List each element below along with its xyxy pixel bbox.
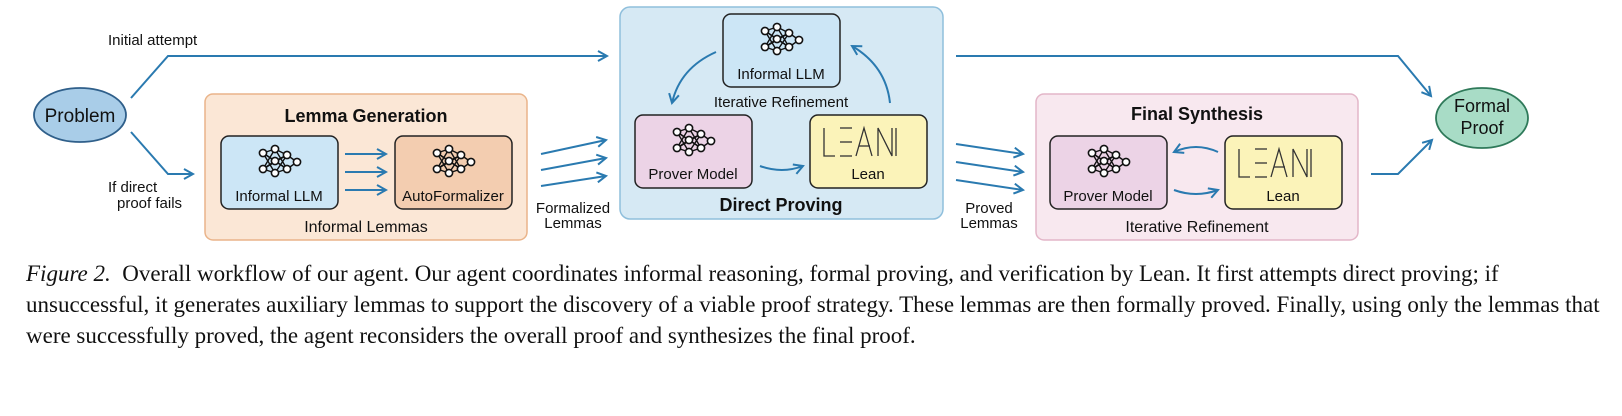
proved-lemmas-arrows [955,143,1023,190]
final-prover-model-label: Prover Model [1063,188,1152,205]
direct-iterative-refinement-label: Iterative Refinement [714,94,849,111]
direct-fails-label-line1: If direct [108,179,158,196]
final-prover-model-box [1049,135,1168,210]
final-lean-box [1224,135,1343,210]
direct-informal-llm-box [722,13,841,88]
direct-lean-label: Lean [851,166,884,183]
initial-attempt-label: Initial attempt [108,32,198,49]
formalized-lemmas-label-line2: Lemmas [544,215,602,232]
proved-lemmas-label-line1: Proved [965,200,1013,217]
direct-informal-llm-label: Informal LLM [737,66,825,83]
direct-fails-arrow [130,131,193,174]
direct-lean-box [809,114,928,189]
direct-to-formal-proof-arrow [956,55,1431,96]
lean-to-prover-arrow [1174,147,1219,152]
direct-prover-model-box [634,114,753,189]
direct-fails-label-line2: proof fails [117,195,182,212]
initial-attempt-arrow [130,56,607,99]
llm-to-autoformalizer-arrows [345,154,386,190]
final-iterative-refinement-label: Iterative Refinement [1125,219,1269,236]
prover-to-lean-refine-arrow [1173,190,1218,194]
workflow-diagram: Problem Formal Proof Initial attempt If … [33,6,1529,241]
direct-prover-model-label: Prover Model [648,166,737,183]
formal-proof-label-line1: Formal [1454,96,1510,116]
problem-label: Problem [45,106,116,127]
direct-proving-title: Direct Proving [719,195,842,215]
synthesis-to-formal-proof-arrow [1371,140,1432,175]
caption-text: Overall workflow of our agent. Our agent… [26,261,1600,348]
prover-to-lean-arrow [759,166,803,170]
formalized-lemmas-label-line1: Formalized [536,200,610,217]
problem-node [33,87,127,143]
informal-lemmas-label: Informal Lemmas [304,219,428,236]
autoformalizer-box [394,135,513,210]
autoformalizer-label: AutoFormalizer [402,188,504,205]
formal-proof-label-line2: Proof [1460,118,1504,138]
lemma-generation-title: Lemma Generation [284,106,447,126]
final-lean-label: Lean [1266,188,1299,205]
lemma-informal-llm-label: Informal LLM [235,188,323,205]
figure-caption: Figure 2. Overall workflow of our agent.… [26,258,1606,351]
lemma-informal-llm-box [220,135,339,210]
lean-to-llm-arrow [852,46,891,104]
final-synthesis-title: Final Synthesis [1131,104,1263,124]
formalized-lemmas-arrows [540,140,606,187]
figure-label: Figure 2. [26,261,111,286]
formal-proof-node [1435,87,1529,149]
proved-lemmas-label-line2: Lemmas [960,215,1018,232]
llm-to-prover-arrow [672,51,717,103]
